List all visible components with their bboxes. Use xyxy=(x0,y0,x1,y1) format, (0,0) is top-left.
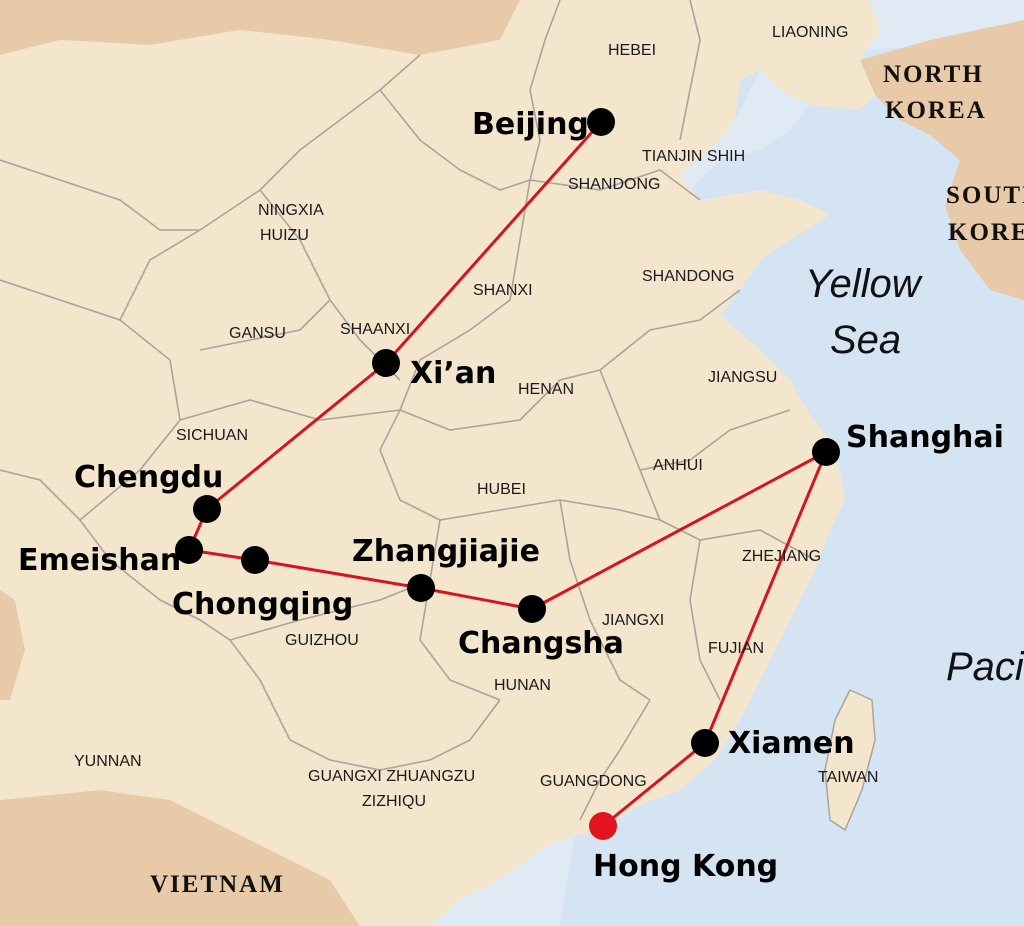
region-huizu: HUIZU xyxy=(260,227,309,244)
region-jiangsu: JIANGSU xyxy=(708,369,777,386)
region-guangxi: GUANGXI ZHUANGZU xyxy=(308,768,475,785)
region-hunan: HUNAN xyxy=(494,677,551,694)
region-shaanxi: SHAANXI xyxy=(340,321,410,338)
sea-labels: Yellow Sea Pacific xyxy=(805,262,1024,689)
city-marker-chengdu xyxy=(193,495,221,523)
sea-pacific: Pacific xyxy=(946,645,1024,689)
country-north-korea-line1: NORTH xyxy=(883,61,984,88)
sea-yellow-line1: Yellow xyxy=(805,262,924,306)
region-anhui: ANHUI xyxy=(653,457,703,474)
region-guizhou: GUIZHOU xyxy=(285,632,359,649)
route-segment-changsha-to-shanghai xyxy=(531,450,827,611)
region-sichuan: SICHUAN xyxy=(176,427,248,444)
region-hubei: HUBEI xyxy=(477,481,526,498)
region-labels: HEBEI LIAONING TIANJIN SHIH SHANDONG SHA… xyxy=(74,24,878,810)
region-ningxia: NINGXIA xyxy=(258,202,324,219)
city-marker-beijing xyxy=(587,108,615,136)
region-zhejiang: ZHEJIANG xyxy=(742,548,821,565)
west-neighbor-land xyxy=(0,590,25,700)
city-label-emeishan: Emeishan xyxy=(18,543,181,578)
route-segment-xiamen-to-hong-kong xyxy=(602,741,706,828)
route-markers xyxy=(175,108,840,840)
region-jiangxi: JIANGXI xyxy=(602,612,664,629)
city-label-hong-kong: Hong Kong xyxy=(593,849,778,884)
region-guangdong: GUANGDONG xyxy=(540,773,647,790)
region-shandong: SHANDONG xyxy=(642,268,734,285)
route-segment-chongqing-to-zhangjiajie xyxy=(254,558,422,590)
city-label-beijing: Beijing xyxy=(472,107,589,142)
region-gansu: GANSU xyxy=(229,325,286,342)
region-liaoning: LIAONING xyxy=(772,24,848,41)
sea-yellow-line2: Sea xyxy=(830,318,901,362)
region-tianjin: TIANJIN SHIH xyxy=(642,148,745,165)
city-label-shanghai: Shanghai xyxy=(846,420,1004,455)
china-land xyxy=(0,0,880,926)
city-label-chengdu: Chengdu xyxy=(74,460,223,495)
region-yunnan: YUNNAN xyxy=(74,753,142,770)
country-south-korea-line1: SOUTH xyxy=(946,182,1024,209)
city-marker-emeishan xyxy=(175,536,203,564)
city-label-changsha: Changsha xyxy=(458,626,624,661)
region-taiwan: TAIWAN xyxy=(818,769,878,786)
route-segment-zhangjiajie-to-changsha xyxy=(420,586,533,611)
city-labels: Beijing Xi’an Chengdu Emeishan Chongqing… xyxy=(18,107,1004,884)
region-henan: HENAN xyxy=(518,381,574,398)
city-marker-chongqing xyxy=(241,546,269,574)
country-north-korea-line2: KOREA xyxy=(885,97,987,124)
route-segment-xian-to-chengdu xyxy=(206,361,387,511)
city-marker-xian xyxy=(372,349,400,377)
route-segment-beijing-to-xian xyxy=(384,121,603,364)
city-marker-zhangjiajie xyxy=(407,574,435,602)
city-label-chongqing: Chongqing xyxy=(172,587,353,622)
city-marker-shanghai xyxy=(812,438,840,466)
city-label-xian: Xi’an xyxy=(410,356,496,391)
city-marker-changsha xyxy=(518,595,546,623)
country-vietnam: VIETNAM xyxy=(150,871,285,898)
city-label-zhangjiajie: Zhangjiajie xyxy=(352,534,540,569)
taiwan-island xyxy=(824,689,876,832)
region-fujian: FUJIAN xyxy=(708,640,764,657)
city-label-xiamen: Xiamen xyxy=(728,726,855,761)
region-zizhiqu: ZIZHIQU xyxy=(362,793,426,810)
region-hebei: HEBEI xyxy=(608,42,656,59)
korea-land xyxy=(860,20,1024,300)
country-labels: NORTH KOREA SOUTH KOREA VIETNAM xyxy=(150,61,1024,898)
region-shandong-north: SHANDONG xyxy=(568,176,660,193)
city-marker-hong-kong xyxy=(589,812,617,840)
country-south-korea-line2: KOREA xyxy=(948,219,1024,246)
mongolia-land xyxy=(0,0,520,55)
city-marker-xiamen xyxy=(691,729,719,757)
bohai-sea xyxy=(680,70,810,190)
route-segment-shanghai-to-xiamen xyxy=(703,451,828,744)
province-borders xyxy=(0,0,816,821)
region-shanxi: SHANXI xyxy=(473,282,533,299)
vietnam-land xyxy=(0,790,360,926)
